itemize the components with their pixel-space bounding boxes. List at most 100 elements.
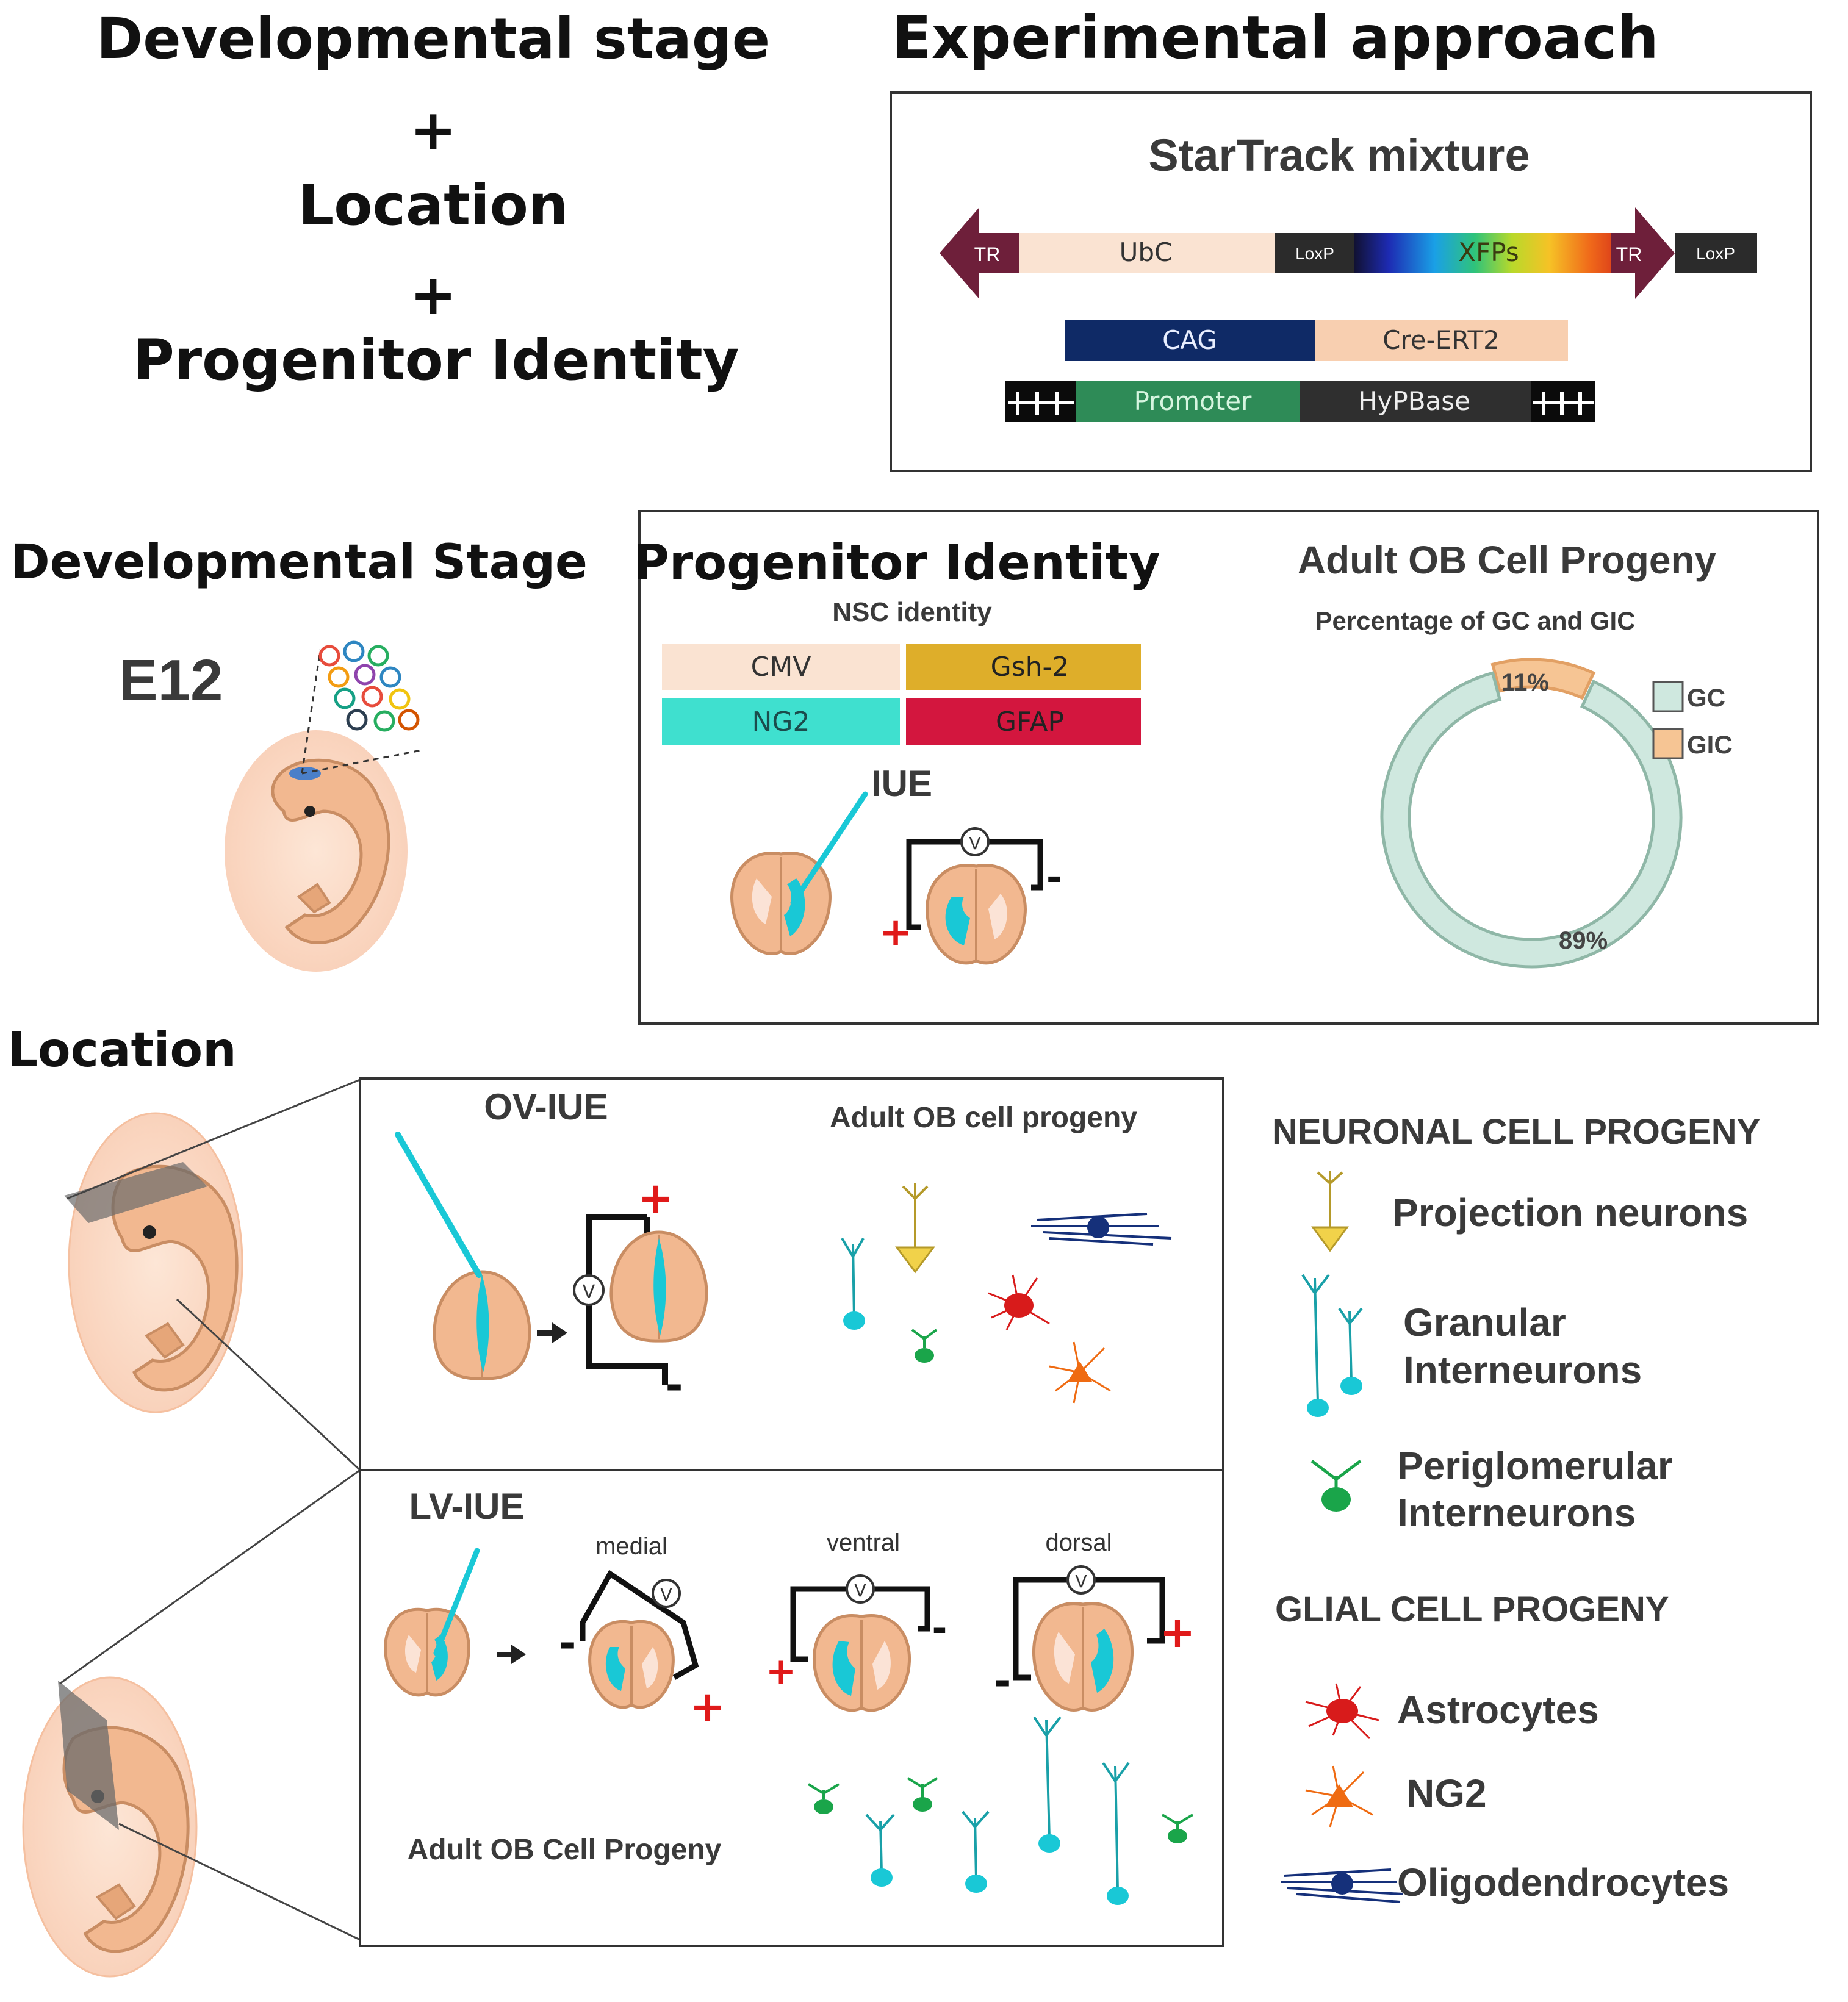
legend-astrocytes: Astrocytes bbox=[1397, 1688, 1599, 1732]
ov-electroporation: V + - bbox=[573, 1173, 708, 1410]
ventricle-cyan bbox=[431, 1635, 448, 1681]
gsh2-box bbox=[906, 644, 1141, 690]
micropipette bbox=[433, 1548, 480, 1656]
glial-progeny-title: GLIAL CELL PROGENY bbox=[1275, 1590, 1669, 1629]
iue-label: IUE bbox=[871, 763, 932, 804]
e12-embryo-illustration bbox=[225, 640, 422, 972]
construct-ubc-xfps: TR UbC LoxP XFPs TR LoxP bbox=[940, 207, 1757, 299]
loxp-2-label: LoxP bbox=[1696, 244, 1735, 263]
embryo-limb bbox=[297, 883, 331, 914]
loxp-1-segment bbox=[1275, 233, 1354, 273]
gsh2-label: Gsh-2 bbox=[991, 651, 1070, 683]
donut-slice-gc bbox=[1380, 671, 1683, 969]
embryo-eye bbox=[304, 806, 315, 817]
plus-sign: + bbox=[766, 1650, 796, 1693]
itr-right-ticks bbox=[1533, 392, 1594, 415]
ventricle-pale bbox=[1054, 1632, 1075, 1684]
injection-zoom-lines bbox=[301, 649, 422, 775]
granular-interneuron-icon bbox=[1301, 1274, 1330, 1404]
voltmeter bbox=[573, 1274, 605, 1306]
chart-legend: GC GIC bbox=[1652, 681, 1733, 759]
lv-dorsal-label: dorsal bbox=[1046, 1529, 1112, 1556]
ng2-cell-icon bbox=[1068, 1362, 1092, 1382]
cell-type-legend: NEURONAL CELL PROGENY Projection neurons… bbox=[1272, 1112, 1760, 1904]
legend-ng2: NG2 bbox=[1406, 1771, 1487, 1815]
granular-interneuron-icon bbox=[965, 1875, 987, 1893]
plasmid-icon bbox=[373, 710, 395, 732]
headline-developmental-stage: Developmental stage bbox=[96, 6, 770, 71]
gfap-box bbox=[906, 698, 1141, 745]
ov-progeny-title: Adult OB cell progeny bbox=[830, 1102, 1137, 1134]
xfps-label: XFPs bbox=[1458, 237, 1519, 267]
itr-left-ticks bbox=[1008, 392, 1074, 415]
ventricle-cyan bbox=[832, 1641, 855, 1696]
ventricle-cyan bbox=[605, 1647, 625, 1691]
olfactory-ventricle bbox=[476, 1275, 489, 1372]
electrode-circuit bbox=[580, 1570, 699, 1680]
oligodendrocyte-icon bbox=[1331, 1873, 1353, 1895]
hypbase-segment bbox=[1300, 381, 1531, 422]
ventricle-pale bbox=[872, 1641, 891, 1690]
promoter-label: Promoter bbox=[1134, 386, 1253, 416]
promoter-grid: CMV Gsh-2 NG2 GFAP bbox=[662, 644, 1141, 745]
voltmeter bbox=[652, 1579, 681, 1608]
construct-promoter-hypbase: Promoter HyPBase bbox=[1005, 381, 1595, 422]
periglomerular-interneuron-icon bbox=[814, 1799, 833, 1814]
lv-medial-label: medial bbox=[595, 1533, 667, 1560]
legend-gic-swatch bbox=[1652, 728, 1684, 759]
embryo-eye bbox=[143, 1225, 156, 1239]
embryo-limb bbox=[144, 1322, 185, 1359]
micropipette bbox=[790, 791, 868, 906]
plus-sign: + bbox=[638, 1173, 674, 1223]
projection-neuron-icon bbox=[1311, 1226, 1349, 1252]
plasmid-icon bbox=[334, 687, 356, 709]
granular-interneuron-icon bbox=[1102, 1762, 1130, 1892]
headline-plus-1: + bbox=[409, 98, 456, 163]
micropipette bbox=[395, 1132, 482, 1278]
arrow-right-icon bbox=[497, 1645, 526, 1664]
tr-left-label: TR bbox=[974, 243, 1001, 265]
zoom-lines bbox=[59, 1469, 361, 1941]
ov-embryo-illustration bbox=[64, 1078, 361, 1471]
oligodendrocyte-icon bbox=[1087, 1216, 1109, 1238]
ventricle-cyan bbox=[945, 897, 970, 945]
projection-neuron-icon bbox=[895, 1246, 935, 1274]
granular-interneuron-icon bbox=[1033, 1716, 1062, 1840]
astrocyte-icon bbox=[988, 1274, 1050, 1330]
gc-percent-label: 89% bbox=[1559, 927, 1608, 954]
voltmeter bbox=[846, 1574, 875, 1604]
lv-medial-electroporation: V - + bbox=[558, 1570, 725, 1732]
periglomerular-interneuron-icon bbox=[1168, 1829, 1187, 1843]
xfps-segment bbox=[1354, 233, 1641, 273]
periglomerular-interneuron-icon bbox=[1161, 1814, 1194, 1830]
lv-ventral-electroporation: V + - bbox=[766, 1574, 947, 1712]
voltmeter bbox=[1066, 1565, 1096, 1595]
periglomerular-interneuron-icon bbox=[915, 1348, 934, 1363]
construct-cag-cre: CAG Cre-ERT2 bbox=[1065, 320, 1568, 361]
minus-sign: - bbox=[665, 1360, 683, 1410]
hypbase-label: HyPBase bbox=[1358, 386, 1470, 416]
loxp-2-segment bbox=[1675, 233, 1757, 273]
legend-periglomerular-2: Interneurons bbox=[1397, 1491, 1636, 1535]
granular-interneuron-icon bbox=[1338, 1307, 1363, 1382]
minus-sign: - bbox=[932, 1607, 947, 1650]
ov-iue-title: OV-IUE bbox=[484, 1086, 608, 1127]
loxp-1-label: LoxP bbox=[1295, 244, 1334, 263]
tr-right-label: TR bbox=[1616, 243, 1642, 265]
plasmid-icon bbox=[361, 686, 383, 708]
periglomerular-interneuron-icon bbox=[913, 1797, 932, 1812]
astrocyte-icon bbox=[1305, 1683, 1379, 1740]
ventricle-pale bbox=[404, 1635, 421, 1673]
legend-gic-label: GIC bbox=[1687, 730, 1733, 759]
location-title: Location bbox=[7, 1023, 236, 1078]
voltmeter-v: V bbox=[1075, 1571, 1087, 1591]
plasmid-icon bbox=[379, 666, 401, 688]
headline: Developmental stage + Location + Progeni… bbox=[96, 6, 770, 393]
lv-dorsal-electroporation: V - + bbox=[993, 1565, 1195, 1712]
lv-embryo-illustration bbox=[22, 1469, 361, 1978]
legend-granular-1: Granular bbox=[1403, 1301, 1566, 1344]
plasmid-icon bbox=[398, 709, 420, 731]
astrocyte-icon bbox=[1326, 1699, 1358, 1723]
stage-e12-label: E12 bbox=[119, 648, 223, 713]
legend-gc-swatch bbox=[1652, 681, 1684, 712]
